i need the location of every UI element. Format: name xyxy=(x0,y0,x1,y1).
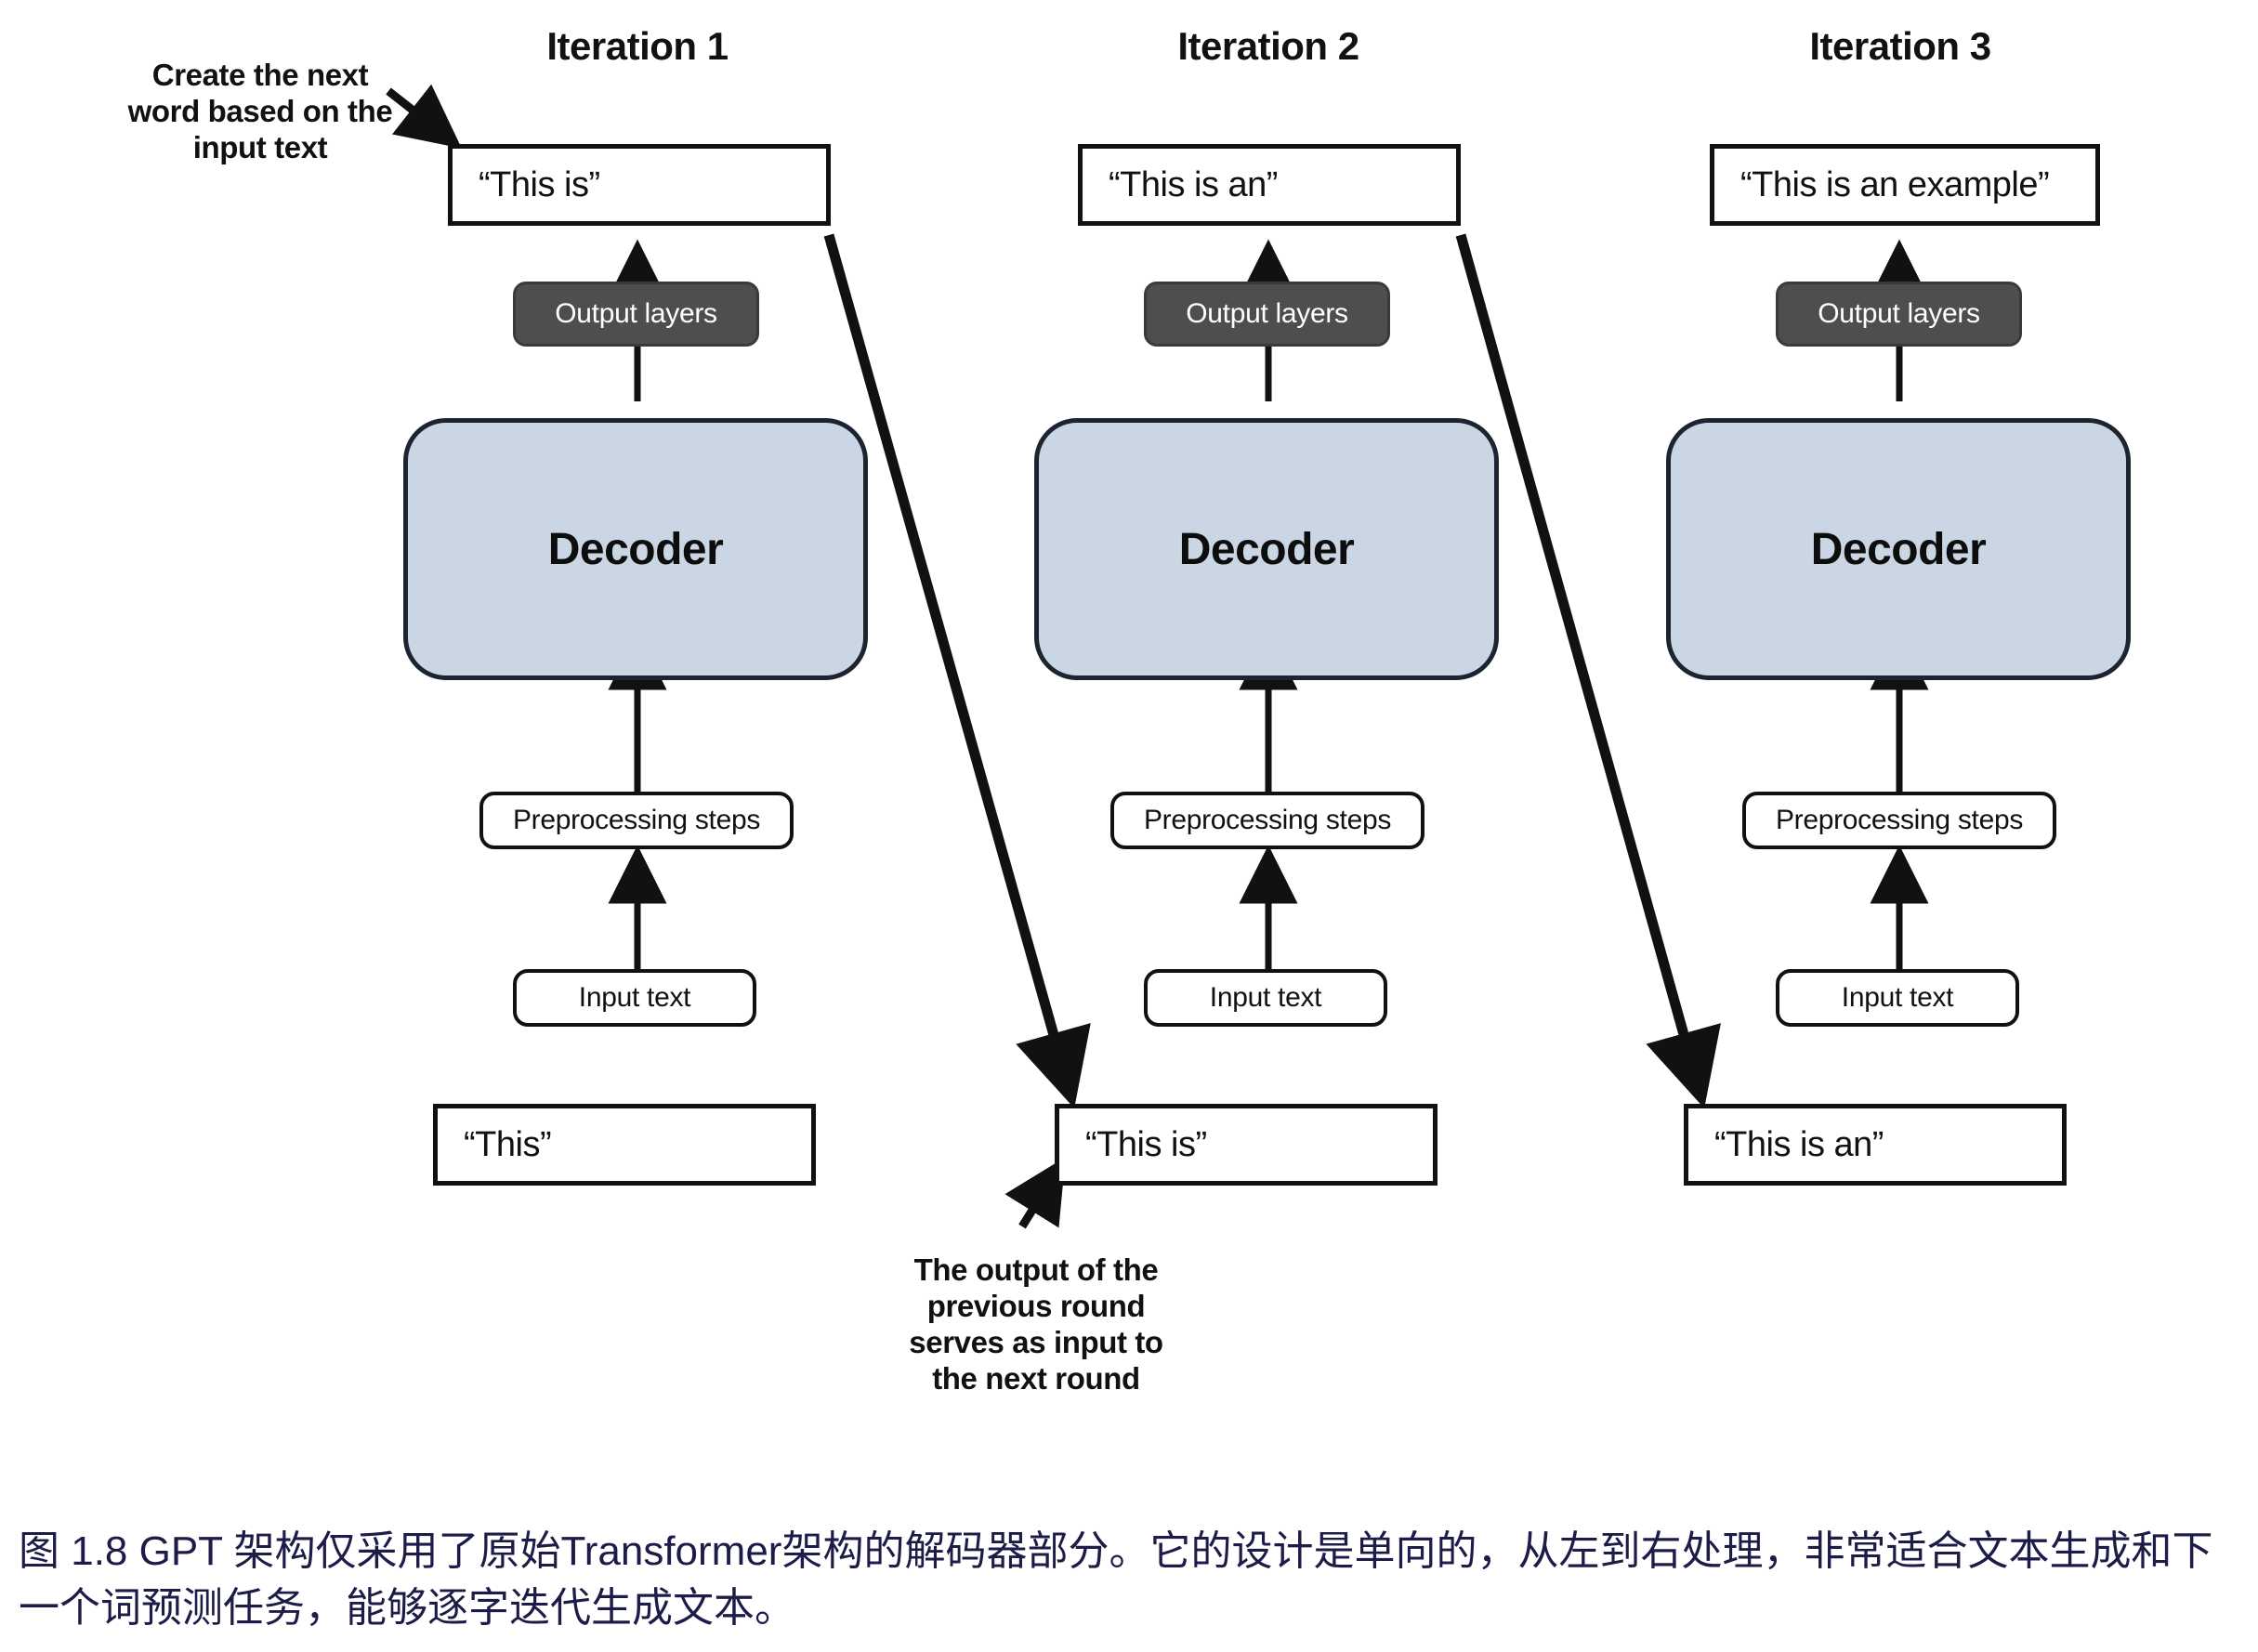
annotation-line-1: The output of the xyxy=(913,1252,1159,1287)
annotation-line-2: word based on the xyxy=(127,93,393,128)
column-title-iteration-2: Iteration 2 xyxy=(1177,24,1359,68)
input-text-box-iteration-2[interactable]: Input text xyxy=(1144,969,1387,1027)
annotation-line-4: the next round xyxy=(932,1360,1140,1396)
arrow-feedback-1-to-2 xyxy=(823,233,1091,1108)
column-title-iteration-1: Iteration 1 xyxy=(546,24,729,68)
arrow-annotation-bottom-center xyxy=(1004,1157,1066,1229)
figure-caption: 图 1.8 GPT 架构仅采用了原始Transformer架构的解码器部分。它的… xyxy=(19,1528,2213,1631)
decoder-box-iteration-3[interactable]: Decoder xyxy=(1666,418,2131,680)
annotation-line-1: Create the next xyxy=(151,58,369,92)
output-textbox-iteration-3[interactable]: “This is an example” xyxy=(1710,144,2100,226)
annotation-output-serves-as-input: The output of the previous round serves … xyxy=(883,1252,1189,1397)
input-textbox-iteration-3[interactable]: “This is an” xyxy=(1684,1104,2067,1186)
annotation-create-next-word: Create the next word based on the input … xyxy=(121,58,400,166)
decoder-box-iteration-2[interactable]: Decoder xyxy=(1034,418,1499,680)
output-layers-box-iteration-3[interactable]: Output layers xyxy=(1776,282,2022,347)
input-text-box-iteration-3[interactable]: Input text xyxy=(1776,969,2019,1027)
input-textbox-iteration-2[interactable]: “This is” xyxy=(1055,1104,1438,1186)
decoder-box-iteration-1[interactable]: Decoder xyxy=(403,418,868,680)
preprocessing-steps-box-iteration-2[interactable]: Preprocessing steps xyxy=(1110,792,1424,849)
annotation-line-3: input text xyxy=(192,129,328,164)
output-textbox-iteration-2[interactable]: “This is an” xyxy=(1078,144,1461,226)
preprocessing-steps-box-iteration-1[interactable]: Preprocessing steps xyxy=(479,792,794,849)
input-text-box-iteration-1[interactable]: Input text xyxy=(513,969,756,1027)
annotation-line-2: previous round xyxy=(926,1288,1146,1323)
output-textbox-iteration-1[interactable]: “This is” xyxy=(448,144,831,226)
preprocessing-steps-box-iteration-3[interactable]: Preprocessing steps xyxy=(1742,792,2056,849)
output-layers-box-iteration-2[interactable]: Output layers xyxy=(1144,282,1390,347)
annotation-line-3: serves as input to xyxy=(909,1324,1163,1359)
output-layers-box-iteration-1[interactable]: Output layers xyxy=(513,282,759,347)
input-textbox-iteration-1[interactable]: “This” xyxy=(433,1104,816,1186)
arrow-feedback-2-to-3 xyxy=(1455,233,1721,1108)
column-title-iteration-3: Iteration 3 xyxy=(1809,24,1991,68)
